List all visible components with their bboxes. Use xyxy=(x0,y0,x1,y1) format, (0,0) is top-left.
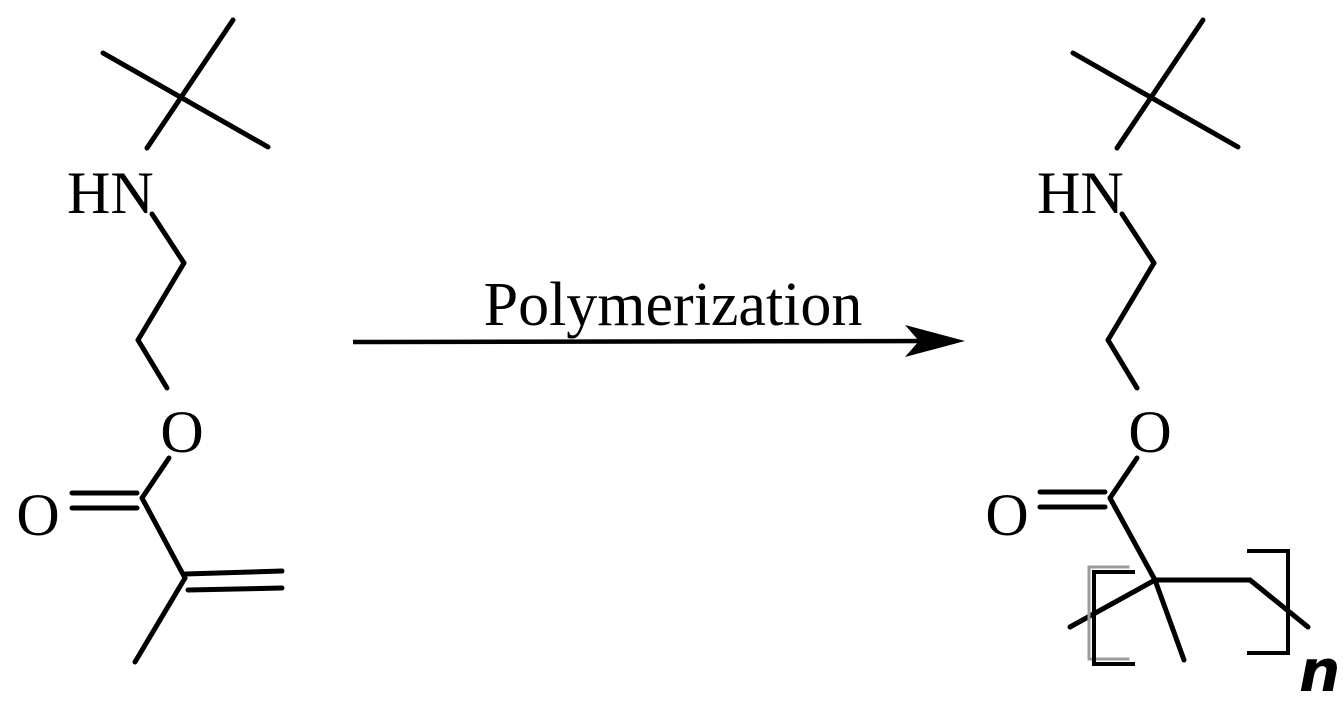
reactant-tbutyl-cross-bond-2 xyxy=(144,17,236,151)
reaction-arrow-label: Polymerization xyxy=(484,271,863,339)
reactant-carbonyl-vinyl-bond xyxy=(139,495,188,581)
reactant-tbutyl-cross-bond-1 xyxy=(100,50,271,150)
reactant-vinyl-double-bond-2 xyxy=(185,585,285,593)
product-ch2-ch2-bond xyxy=(1105,260,1157,343)
reactant-carbonyl-oxygen-label: O xyxy=(16,482,59,548)
product-n-ch2-bond xyxy=(1119,211,1157,266)
product-tbutyl-cross-bond-2 xyxy=(1114,17,1206,151)
repeat-bracket-left xyxy=(1092,570,1135,666)
reactant-ch2-ch2-bond xyxy=(135,260,187,343)
product-methyl-bond xyxy=(1152,577,1187,663)
reaction-arrow-shaft xyxy=(352,338,929,345)
repeat-subscript-n: n xyxy=(1299,637,1340,705)
product-tbutyl-cross-bond-1 xyxy=(1070,50,1241,150)
product-carbonyl-oxygen-label: O xyxy=(985,482,1028,548)
reaction-arrow-head-icon xyxy=(905,325,965,357)
reactant-n-ch2-bond xyxy=(149,211,187,266)
product-backbone-right-stub-bond xyxy=(1247,577,1311,630)
product-ch2-o-bond xyxy=(1105,337,1140,391)
reactant-vinyl-double-bond-1 xyxy=(182,568,285,577)
product-ester-oxygen-label: O xyxy=(1128,399,1171,465)
product-carbonyl-backbone-bond xyxy=(1107,495,1158,583)
repeat-bracket-right xyxy=(1247,549,1290,655)
repeat-bracket-left-echo xyxy=(1087,565,1130,661)
reactant-ester-oxygen-label: O xyxy=(160,399,203,465)
reactant-ch2-o-bond xyxy=(135,337,170,391)
reactant-amine-label: HN xyxy=(67,160,154,226)
reactant-methyl-bond xyxy=(132,575,188,665)
product-o-carbonyl-bond xyxy=(1107,455,1140,501)
product-structure: HN O O n xyxy=(985,17,1340,705)
product-amine-label: HN xyxy=(1037,160,1124,226)
reactant-structure: HN O O xyxy=(16,17,285,665)
reaction-arrow: Polymerization xyxy=(352,271,965,357)
product-backbone-left-stub-bond xyxy=(1067,577,1158,630)
reactant-o-carbonyl-bond xyxy=(139,455,172,501)
